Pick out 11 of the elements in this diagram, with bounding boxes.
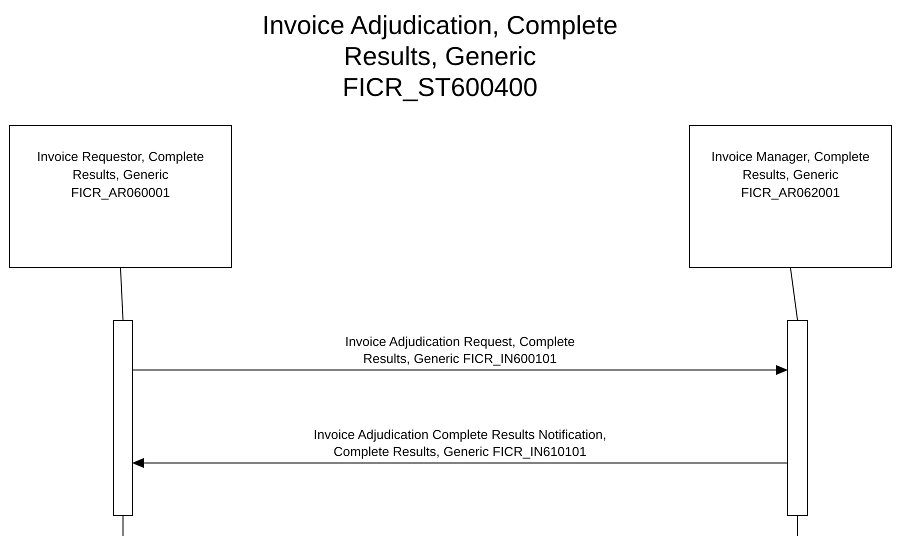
lifeline-head-box xyxy=(689,125,892,268)
lifeline xyxy=(790,268,798,320)
lifeline-head-box xyxy=(9,125,232,268)
diagram-title: Invoice Adjudication, Complete Results, Generic FICR_ST600400 xyxy=(261,10,619,103)
participant-name: Invoice Requestor, Complete Results, Generic FICR_AR060001 xyxy=(36,148,205,202)
lifeline xyxy=(120,268,124,320)
activation-bar xyxy=(113,320,133,516)
message-arrow xyxy=(132,365,788,375)
participant-name: Invoice Manager, Complete Results, Generic FICR_AR062001 xyxy=(710,148,871,202)
message-arrow xyxy=(132,458,788,468)
activation-bar xyxy=(787,320,808,516)
